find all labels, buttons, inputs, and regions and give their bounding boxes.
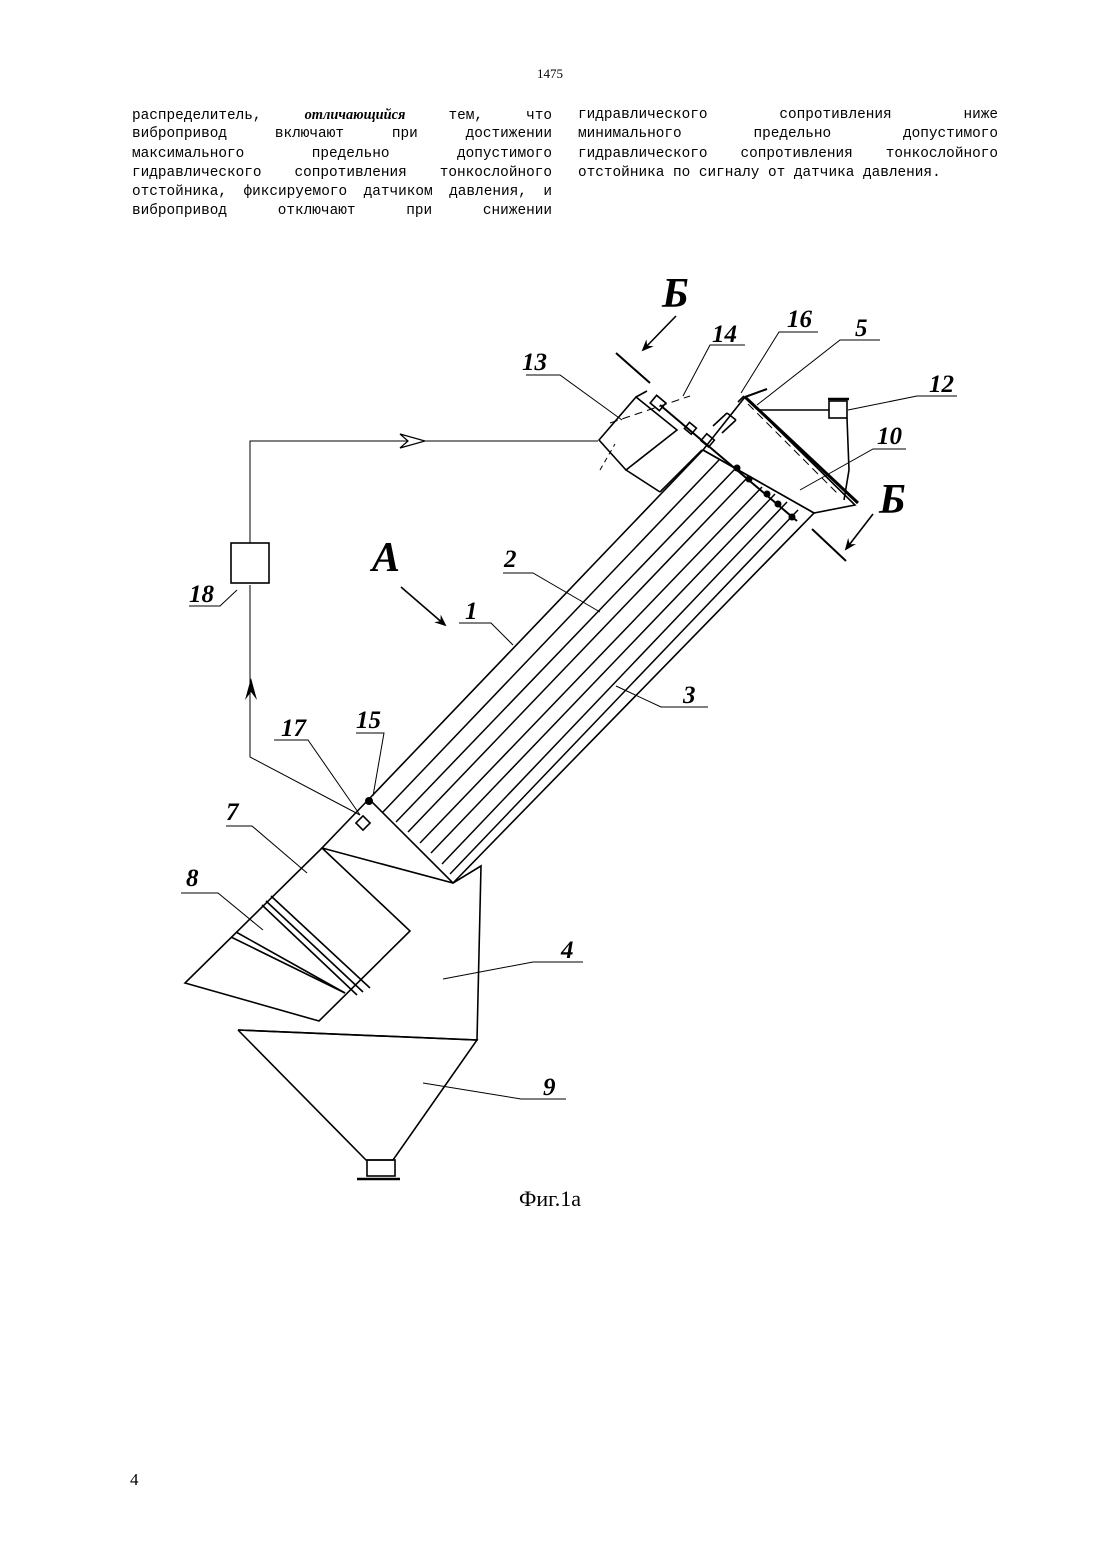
section-line-b-top — [616, 353, 650, 383]
control-line — [250, 585, 360, 815]
label-7: 7 — [226, 799, 240, 826]
label-3: 3 — [682, 682, 696, 709]
label-4: 4 — [560, 937, 574, 964]
label-17: 17 — [281, 715, 308, 742]
label-10: 10 — [877, 423, 903, 450]
thin-layer-plates — [383, 460, 798, 874]
label-5: 5 — [855, 315, 868, 342]
label-13: 13 — [522, 349, 547, 376]
label-15: 15 — [356, 707, 381, 734]
sludge-hopper-9 — [238, 1030, 477, 1160]
label-2: 2 — [503, 546, 517, 573]
vibrator-drive-13 — [599, 397, 677, 470]
view-label-a: А — [369, 535, 400, 581]
label-18: 18 — [189, 581, 215, 608]
label-14: 14 — [712, 321, 737, 348]
label-8: 8 — [186, 865, 199, 892]
figure-caption: Фиг.1а — [0, 1186, 1100, 1212]
section-label-b-top: Б — [661, 271, 689, 317]
section-label-b-right: Б — [878, 477, 906, 523]
plate-hinges — [365, 465, 796, 806]
inlet-block-7-8 — [185, 848, 410, 1021]
label-12: 12 — [929, 371, 954, 398]
controller-18 — [231, 543, 269, 583]
flange-12 — [829, 401, 847, 418]
module-housing — [369, 450, 814, 883]
section-line-b-right — [812, 529, 846, 561]
lower-housing-4 — [238, 799, 481, 1040]
view-a-arrow — [401, 587, 445, 625]
label-9: 9 — [543, 1074, 556, 1101]
label-16: 16 — [787, 306, 813, 333]
page-number: 4 — [130, 1470, 139, 1490]
sensor-17 — [356, 816, 370, 830]
label-1: 1 — [465, 598, 478, 625]
drain-flange — [367, 1160, 395, 1176]
